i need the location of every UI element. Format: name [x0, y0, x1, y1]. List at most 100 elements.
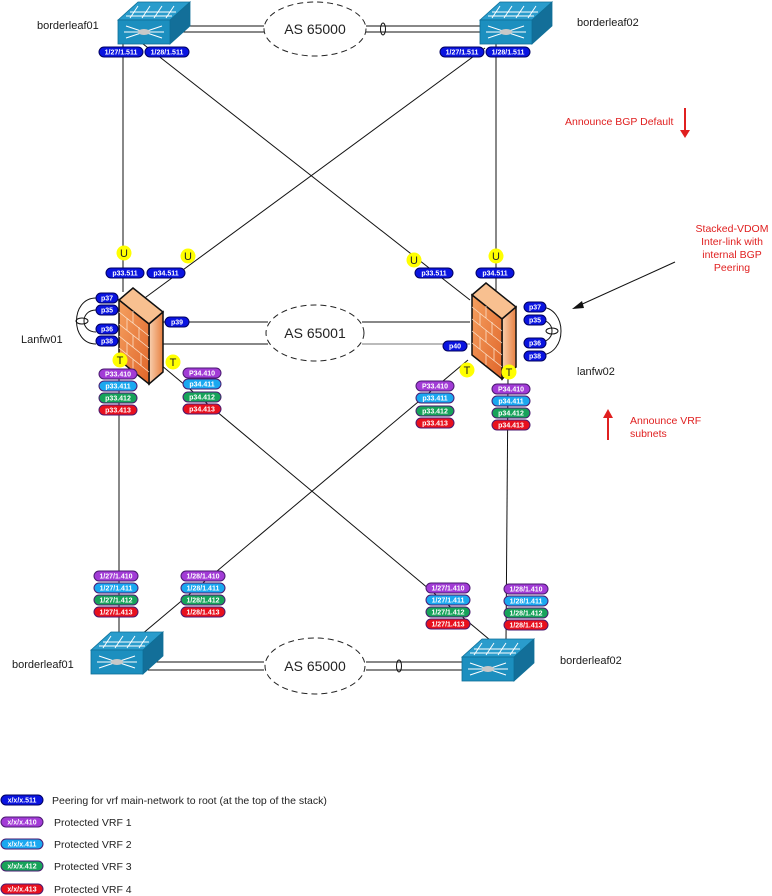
node-label-lanfw02: lanfw02	[577, 366, 615, 378]
interface-tag[interactable]: p34.412	[491, 407, 531, 419]
tag-label: 1/27/1.511	[446, 50, 479, 57]
interface-tag[interactable]: 1/27/1.412	[425, 606, 471, 618]
tag-shape	[491, 383, 531, 395]
legend-label: Peering for vrf main-network to root (at…	[52, 795, 327, 807]
interface-tag[interactable]: p33.413	[98, 404, 138, 416]
interface-tag[interactable]: p34.413	[182, 403, 222, 415]
legend-swatch[interactable]: x/x/x.511	[0, 794, 44, 806]
interface-tag[interactable]: p37	[523, 301, 547, 313]
tag-label: p36	[529, 341, 541, 348]
interface-tag[interactable]: p34.511	[146, 267, 186, 279]
marker-circle	[488, 248, 504, 264]
switch-icon[interactable]	[479, 1, 553, 45]
interface-tag[interactable]: P34.410	[491, 383, 531, 395]
tagged-marker: T	[459, 362, 475, 378]
interface-tag[interactable]: 1/28/1.413	[180, 606, 226, 618]
interface-tag[interactable]: 1/27/1.413	[425, 618, 471, 630]
interface-tag[interactable]: 1/28/1.411	[503, 595, 549, 607]
tag-label: 1/27/1.413	[99, 610, 132, 617]
interface-tag[interactable]: P34.410	[182, 367, 222, 379]
interface-tag[interactable]: 1/28/1.411	[180, 582, 226, 594]
interface-tag[interactable]: 1/27/1.411	[93, 582, 139, 594]
interface-tag[interactable]: 1/27/1.411	[425, 594, 471, 606]
as-label-top: AS 65000	[284, 21, 346, 37]
tag-shape	[98, 46, 144, 58]
interface-tag[interactable]: P33.410	[98, 368, 138, 380]
interface-tag[interactable]: p33.511	[414, 267, 454, 279]
interface-tag[interactable]: p33.412	[415, 405, 455, 417]
tagged-marker: T	[165, 354, 181, 370]
as-cloud-bottom: AS 65000	[264, 637, 366, 695]
switch-icon[interactable]	[117, 1, 191, 45]
tag-shape	[98, 380, 138, 392]
interface-tag[interactable]: 1/27/1.511	[98, 46, 144, 58]
interface-tag[interactable]: p33.511	[105, 267, 145, 279]
interface-tag[interactable]: p39	[164, 316, 190, 328]
tag-label: p33.511	[112, 271, 137, 278]
interface-tag[interactable]: p34.413	[491, 419, 531, 431]
interface-tag[interactable]: 1/27/1.410	[425, 582, 471, 594]
legend-swatch[interactable]: x/x/x.411	[0, 838, 44, 850]
tag-label: p33.412	[422, 409, 448, 416]
interface-tag[interactable]: p37	[95, 292, 119, 304]
tag-label: p34.511	[153, 271, 178, 278]
legend-swatch[interactable]: x/x/x.413	[0, 883, 44, 895]
lag-icon	[545, 327, 559, 335]
tag-shape	[415, 405, 455, 417]
interface-tag[interactable]: p38	[523, 350, 547, 362]
interface-tag[interactable]: 1/27/1.413	[93, 606, 139, 618]
legend-swatch[interactable]: x/x/x.410	[0, 816, 44, 828]
interface-tag[interactable]: p38	[95, 335, 119, 347]
interface-tag[interactable]: 1/27/1.511	[439, 46, 485, 58]
node-label-borderleaf01-bottom: borderleaf01	[12, 659, 74, 671]
interface-tag[interactable]: p35	[523, 314, 547, 326]
interface-tag[interactable]: 1/27/1.412	[93, 594, 139, 606]
interface-tag[interactable]: 1/28/1.410	[180, 570, 226, 582]
interface-tag[interactable]: p33.413	[415, 417, 455, 429]
annotation-bgp-default: Announce BGP Default	[565, 116, 673, 128]
tag-shape	[425, 606, 471, 618]
tag-shape	[95, 335, 119, 347]
tag-shape	[95, 292, 119, 304]
interface-tag[interactable]: p40	[442, 340, 468, 352]
tag-label: p36	[101, 327, 113, 334]
interface-tag[interactable]: p34.412	[182, 391, 222, 403]
interface-tag[interactable]: p34.511	[475, 267, 515, 279]
marker-label: T	[464, 365, 471, 377]
tag-label: p35	[529, 318, 541, 325]
tag-label: p33.413	[105, 408, 131, 415]
interface-tag[interactable]: 1/28/1.410	[503, 583, 549, 595]
interface-tag[interactable]: p36	[95, 323, 119, 335]
interface-tag[interactable]: p34.411	[182, 378, 222, 390]
interface-tag[interactable]: 1/28/1.412	[180, 594, 226, 606]
lag-icon	[396, 659, 402, 673]
switch-icon[interactable]	[90, 631, 164, 675]
interface-tag[interactable]: p33.411	[415, 392, 455, 404]
interface-tag[interactable]: 1/28/1.511	[144, 46, 190, 58]
marker-label: U	[410, 255, 418, 267]
marker-circle	[459, 362, 475, 378]
marker-label: T	[170, 357, 177, 369]
legend-label: Protected VRF 3	[54, 861, 132, 873]
interface-tag[interactable]: 1/28/1.511	[485, 46, 531, 58]
legend-swatch[interactable]: x/x/x.412	[0, 860, 44, 872]
annotation-stacked-vdom-2: Inter-link with	[701, 236, 763, 248]
interface-tag[interactable]: p33.412	[98, 392, 138, 404]
tag-shape	[503, 595, 549, 607]
interface-tag[interactable]: 1/28/1.413	[503, 619, 549, 631]
interface-tag[interactable]: p35	[95, 304, 119, 316]
interface-tag[interactable]: 1/27/1.410	[93, 570, 139, 582]
tag-label: x/x/x.411	[8, 842, 37, 849]
interface-tag[interactable]: p34.411	[491, 395, 531, 407]
interface-tag[interactable]: P33.410	[415, 380, 455, 392]
interface-tag[interactable]: p33.411	[98, 380, 138, 392]
tag-label: p34.511	[482, 271, 507, 278]
interface-tag[interactable]: p36	[523, 337, 547, 349]
switch-icon[interactable]	[461, 638, 535, 682]
tag-shape	[0, 794, 44, 806]
marker-label: T	[117, 355, 124, 367]
tag-label: p34.411	[189, 382, 214, 389]
interface-tag[interactable]: 1/28/1.412	[503, 607, 549, 619]
